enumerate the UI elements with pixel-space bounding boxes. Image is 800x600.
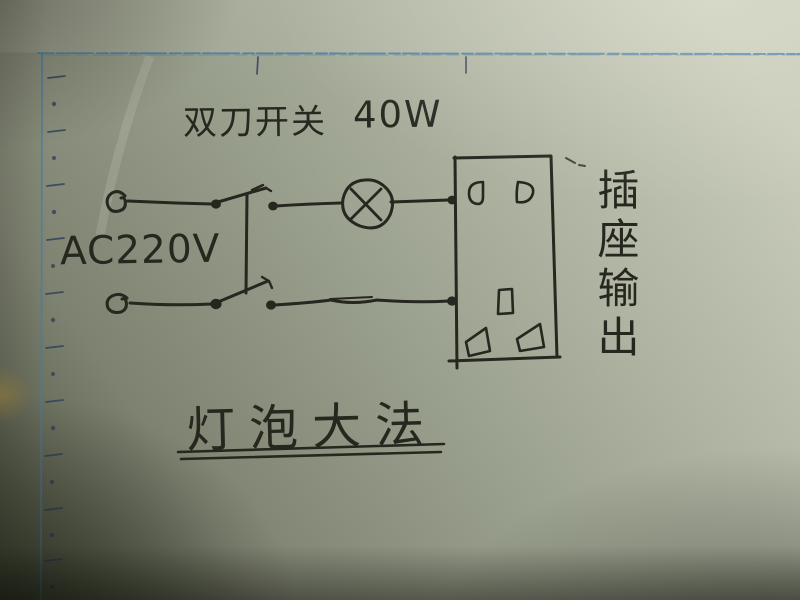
socket-slot-top-left <box>467 180 485 206</box>
wire-switch-to-socket-bottom <box>272 298 451 307</box>
switch-label: 双刀开关 <box>182 101 328 144</box>
socket-slot-bottom-left <box>464 326 492 358</box>
wire-lamp-to-socket <box>389 198 451 204</box>
wire-source-to-switch-bottom <box>128 301 214 307</box>
socket-slot-top-right <box>515 180 535 204</box>
margin-dots <box>49 101 57 589</box>
ac-source-label: AC220V <box>59 226 221 275</box>
socket-slot-bottom-right <box>515 322 546 353</box>
lamp-symbol <box>341 178 395 230</box>
wire-correction-stroke <box>329 296 373 300</box>
socket-slot-ground <box>496 287 515 316</box>
diagram-title: 灯泡大法 <box>185 395 439 460</box>
socket-outlet <box>447 154 562 370</box>
double-pole-switch <box>216 183 274 304</box>
lamp-x-icon <box>349 187 383 222</box>
switch-power-row: 双刀开关 40W <box>183 93 443 145</box>
stray-pencil-marks <box>565 157 586 167</box>
switch-blade-bottom <box>216 279 270 304</box>
socket-output-label: 插座输出 <box>591 168 640 364</box>
power-label: 40W <box>352 92 443 137</box>
switch-blade-top <box>216 186 268 204</box>
switch-link-bar <box>244 192 249 295</box>
wire-switch-to-lamp <box>274 201 343 208</box>
ac-terminal-bottom-icon <box>105 292 129 314</box>
wire-source-to-switch-top <box>126 199 214 206</box>
